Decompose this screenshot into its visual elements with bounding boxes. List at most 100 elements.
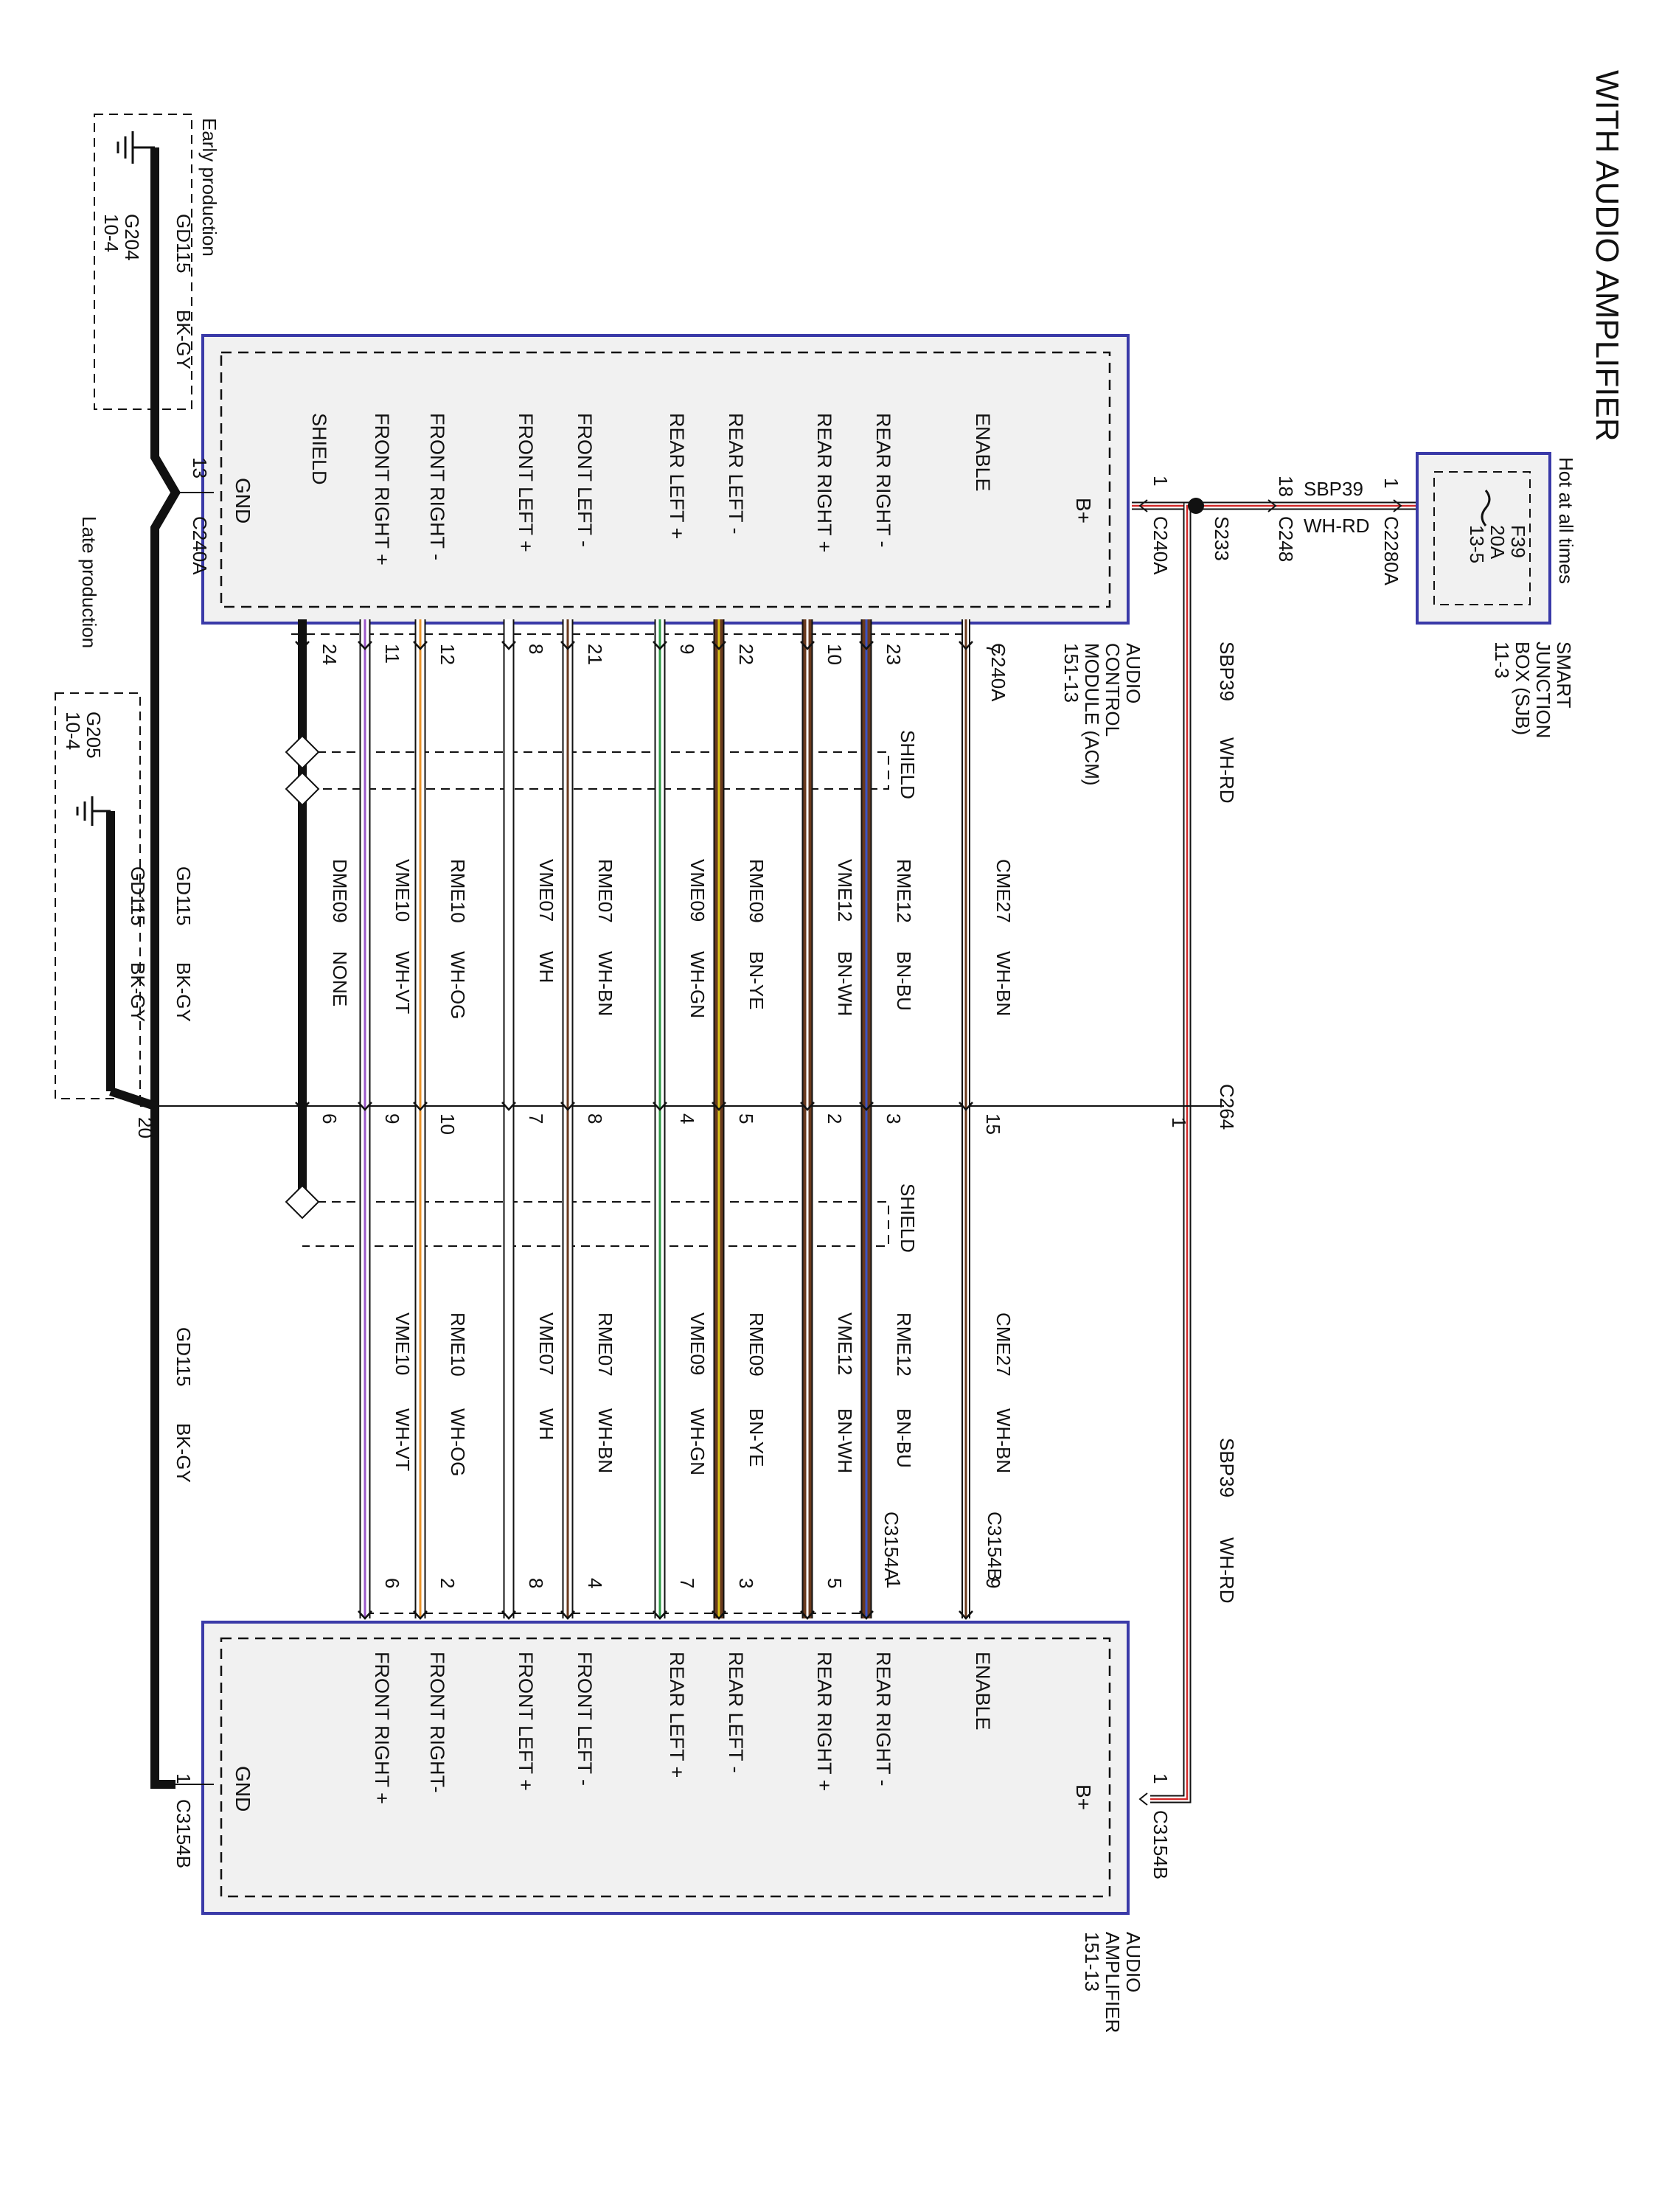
circuit-upper-2: VME12 (834, 859, 856, 922)
acm-name-4: 151-13 (1060, 643, 1082, 703)
sjb-hot-label: Hot at all times (1555, 457, 1577, 584)
early-production-label: Early production (198, 118, 220, 257)
color-upper-2: BN-WH (834, 951, 856, 1016)
fuse-icon (1481, 490, 1491, 526)
gnd-circuit-mid: GD115 (173, 866, 195, 925)
circuit-upper-7: RME10 (447, 859, 469, 923)
acm-label-9: SHIELD (308, 413, 330, 485)
c264-pin-5: 8 (584, 1113, 606, 1124)
color-lower-3: BN-YE (745, 1408, 768, 1467)
acm-gnd-conn: C240A (189, 516, 211, 575)
circuit-upper-5: RME07 (594, 859, 616, 923)
acm-pin-5: 21 (584, 644, 606, 665)
g205-color: BK-GY (127, 962, 149, 1022)
signal-wire-dme09 (285, 619, 320, 1220)
amp-bplus-conn: C3154B (1150, 1810, 1172, 1879)
amp-name-1: AUDIO (1122, 1932, 1144, 1992)
fuse-rating: 20A (1486, 525, 1509, 560)
amp-pin-6: 8 (525, 1578, 547, 1588)
signal-wire-vme07 (501, 619, 516, 1620)
acm-label-4: REAR LEFT + (666, 413, 688, 539)
amp-conn-a: C3154A (880, 1512, 902, 1582)
sjb-connector: C2280A (1380, 516, 1402, 586)
amp-label-4: REAR LEFT + (666, 1652, 688, 1778)
power-circuit-top: SBP39 (1304, 478, 1363, 500)
color-upper-7: WH-OG (447, 951, 469, 1019)
ground-wiring (55, 114, 214, 1789)
amp-pin-3: 3 (735, 1578, 757, 1588)
amp-gnd-label: GND (232, 1766, 254, 1812)
color-upper-8: WH-VT (392, 951, 414, 1014)
circuit-lower-6: VME07 (535, 1312, 557, 1375)
acm-pin-6: 8 (525, 644, 547, 654)
gnd-color-mid: BK-GY (173, 962, 195, 1022)
circuit-upper-9: DME09 (329, 859, 351, 923)
splice-label: S233 (1211, 516, 1233, 561)
amp-bplus-label: B+ (1072, 1784, 1095, 1810)
ground-g204-icon (116, 131, 155, 164)
sjb-name-4: 11-3 (1491, 641, 1513, 678)
shield-label-mid: SHIELD (897, 1183, 919, 1253)
acm-pin-9: 24 (319, 644, 341, 665)
acm-label-0: ENABLE (972, 413, 994, 492)
g205-circuit: GD115 (127, 866, 149, 925)
circuit-upper-6: VME07 (535, 859, 557, 922)
circuit-lower-5: RME07 (594, 1312, 616, 1377)
c248-label: C248 (1275, 516, 1297, 562)
c264-pin-9: 6 (319, 1113, 341, 1124)
amp-name-2: AMPLIFIER (1102, 1932, 1124, 2033)
c264-pin-1: 3 (883, 1113, 905, 1124)
circuit-upper-1: RME12 (893, 859, 915, 923)
c264-pin-6: 7 (525, 1113, 547, 1124)
circuit-upper-3: RME09 (745, 859, 768, 923)
color-lower-0: WH-BN (992, 1408, 1015, 1473)
color-upper-1: BN-BU (893, 951, 915, 1011)
color-lower-4: WH-GN (686, 1408, 709, 1475)
amp-label-2: REAR RIGHT + (813, 1652, 835, 1791)
color-upper-3: BN-YE (745, 951, 768, 1009)
acm-bplus-pin: 1 (1150, 476, 1172, 486)
fuse-id: F39 (1507, 525, 1529, 558)
acm-pin-0: 7 (982, 644, 1004, 654)
acm-label-5: FRONT LEFT - (574, 413, 596, 547)
sjb-name-1: SMART (1553, 641, 1575, 709)
acm-label-6: FRONT LEFT + (515, 413, 537, 552)
acm-signal-conn: C240A (987, 643, 1009, 702)
shield-drain-icon (285, 734, 320, 770)
acm-label-3: REAR LEFT - (725, 413, 747, 535)
color-lower-7: WH-OG (447, 1408, 469, 1476)
sjb-name-2: JUNCTION (1532, 641, 1554, 738)
fuse-ref: 13-5 (1466, 525, 1488, 563)
color-upper-9: NONE (329, 951, 351, 1006)
color-lower-8: WH-VT (392, 1408, 414, 1471)
audio-amplifier (201, 1621, 1130, 1915)
late-production-box (55, 692, 141, 1099)
power-color-low: WH-RD (1216, 1537, 1238, 1604)
color-upper-6: WH (535, 951, 557, 983)
signal-wire-rme10 (413, 619, 428, 1620)
signal-wire-cme27 (959, 619, 973, 1620)
acm-gnd-label: GND (232, 478, 254, 524)
color-lower-5: WH-BN (594, 1408, 616, 1473)
c264-pin-2: 2 (824, 1113, 846, 1124)
amp-label-7: FRONT RIGHT- (426, 1652, 448, 1793)
signal-wire-rme12 (859, 619, 874, 1620)
circuit-lower-8: VME10 (392, 1312, 414, 1375)
gnd-circuit-low: GD115 (173, 1327, 195, 1386)
g205-ref: 10-4 (62, 712, 84, 750)
circuit-upper-0: CME27 (992, 859, 1015, 923)
shield-drain-icon (285, 771, 320, 807)
circuit-upper-8: VME10 (392, 859, 414, 922)
shield-label-top: SHIELD (897, 730, 919, 799)
acm-label-1: REAR RIGHT - (872, 413, 894, 548)
c264-pin-7: 10 (437, 1113, 459, 1135)
circuit-lower-1: RME12 (893, 1312, 915, 1377)
acm-label-8: FRONT RIGHT + (371, 413, 393, 566)
color-lower-2: BN-WH (834, 1408, 856, 1473)
power-color-top: WH-RD (1304, 515, 1370, 537)
smart-junction-box: Hot at all times F39 20A 13-5 SMART JUNC… (1416, 452, 1577, 738)
color-lower-1: BN-BU (893, 1408, 915, 1468)
c264-pin-8: 9 (381, 1113, 403, 1124)
acm-pin-8: 11 (381, 644, 403, 664)
